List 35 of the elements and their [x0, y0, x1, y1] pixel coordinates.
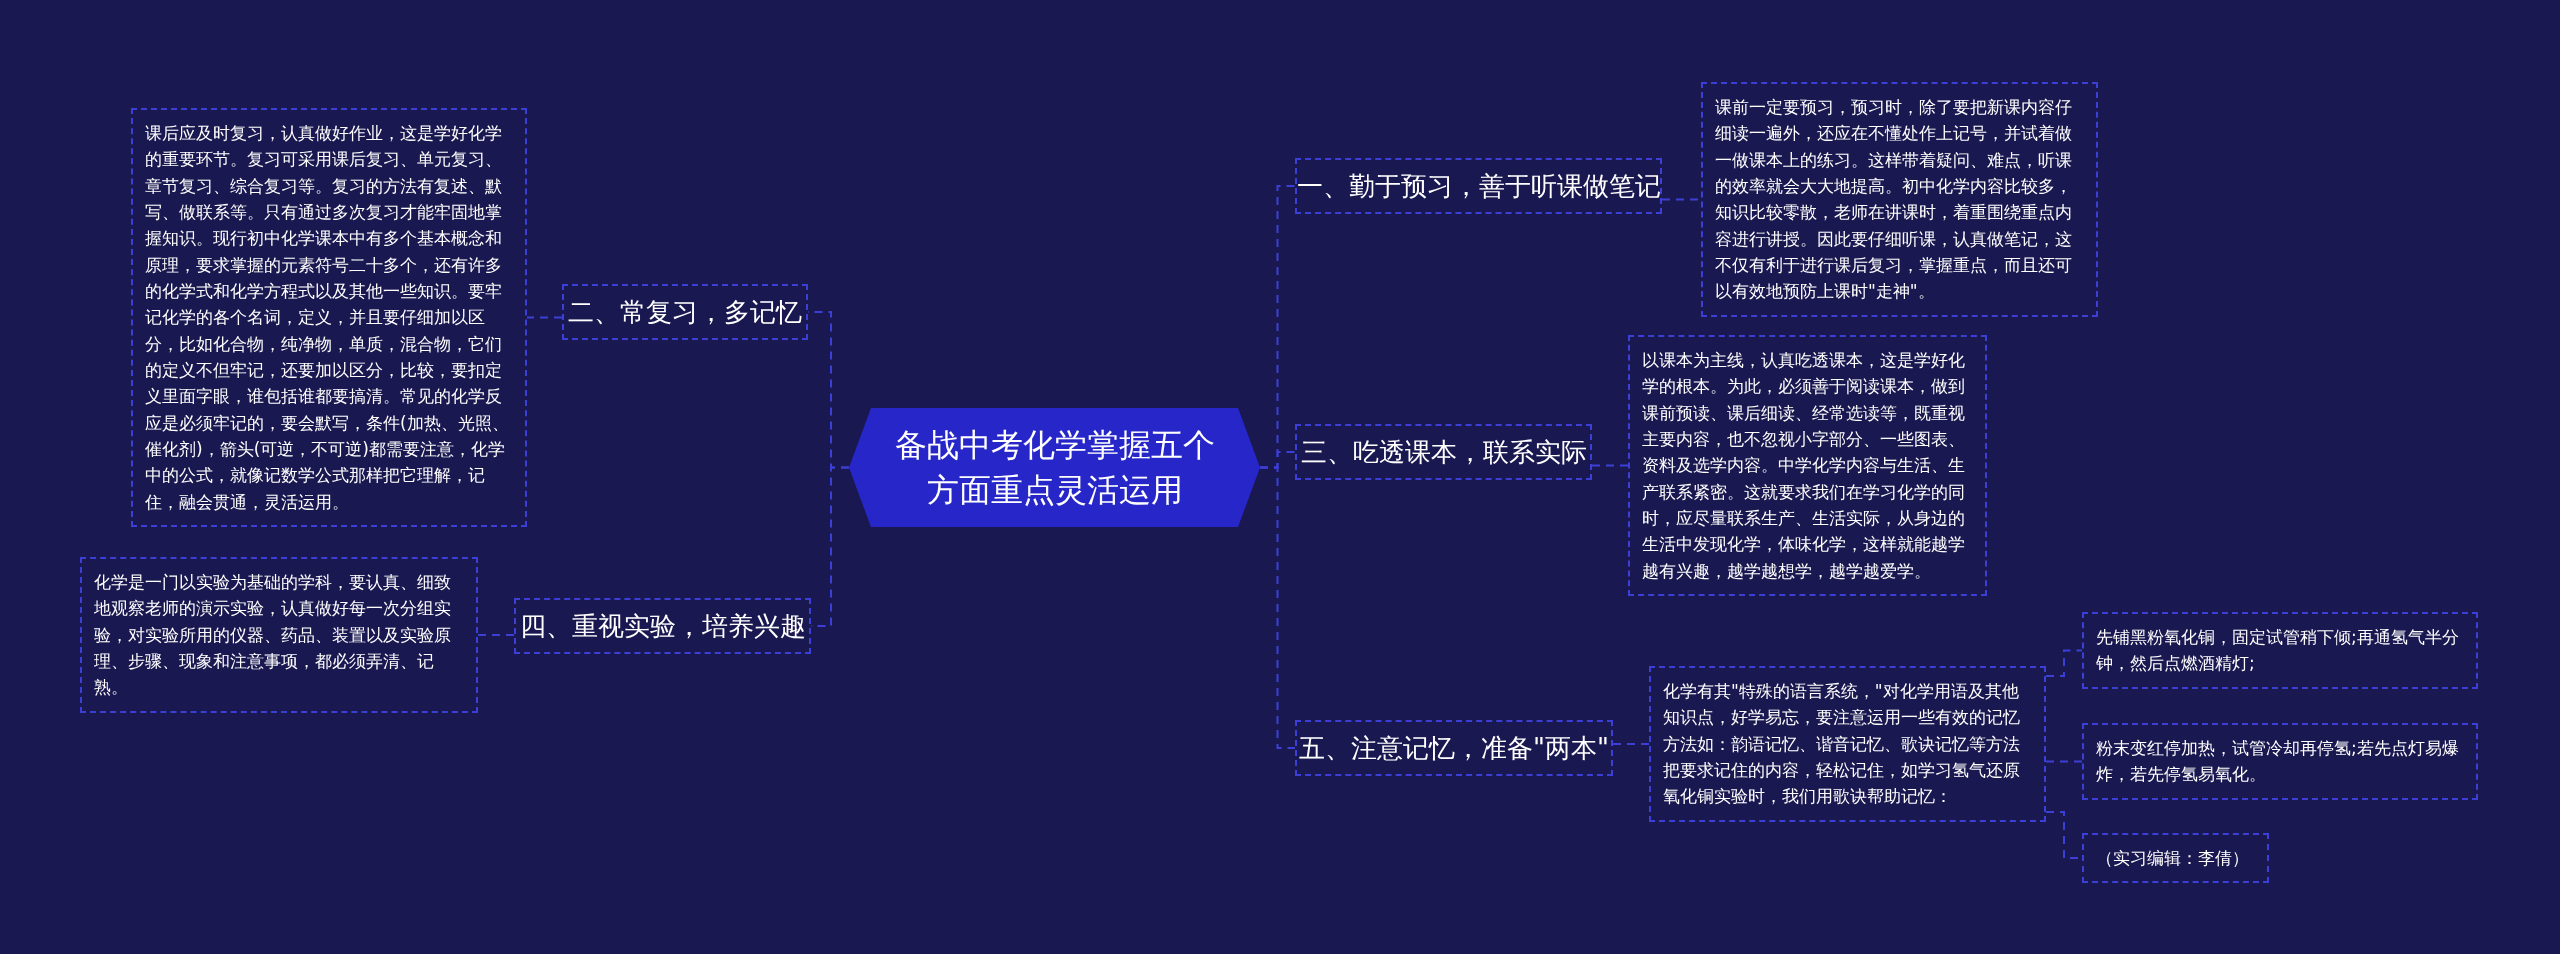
branch-box: [1295, 720, 1613, 776]
connector-line: [1591, 464, 1629, 467]
note-text: （实习编辑：李倩）: [2096, 847, 2250, 870]
note-text: 课后应及时复习，认真做好作业，这是学好化学的重要环节。复习可采用课后复习、单元复习、章节复习、综合复习等。复习的方法有复述、默写、做联系等。只有通过多次复习才能牢固地掌握知识。现行初中化学课本中有多个基本概念和原理，要求掌握的元素符号二十多个，还有许多的化学式和化学方程式以及其他一些知识。要牢记化学的各个名词，定义，并且要仔细加以区分，比如化合物，纯净物，单质，混合物，它们的定义不但牢记，还要加以区分，比较，要扣定义里面字眼，谁包括谁都要搞清。常见的化学反应是必须牢记的，要会默写，条件(加热、光照、催化剂)，箭头(可逆，不可逆)都需要注意，化学中的公式，就像记数学公式那样把它理解，记住，融会贯通，灵活运用。: [145, 122, 510, 514]
branch-text: 三、吃透课本，联系实际: [1300, 435, 1587, 469]
note-text: 化学是一门以实验为基础的学科，要认真、细致地观察老师的演示实验，认真做好每一次分组实验，对实验所用的仪器、药品、装置以及实验原理、步骤、现象和注意事项，都必须弄清、记熟。: [94, 571, 452, 700]
note-box: [80, 557, 478, 713]
connector-line: [810, 466, 850, 627]
topic-text: 备战中考化学掌握五个方面重点灵活运用: [893, 424, 1216, 511]
branch-text: 一、勤于预习，善于听课做笔记: [1296, 169, 1661, 203]
note-text: 先铺黑粉氧化铜，固定试管稍下倾;再通氢气半分钟，然后点燃酒精灯;: [2096, 626, 2460, 676]
branch-box: [514, 598, 811, 654]
note-box: [1628, 335, 1987, 597]
branch-box: [1295, 424, 1592, 480]
connector-line: [2045, 760, 2083, 763]
note-box: [1649, 666, 2046, 822]
note-box: [2082, 833, 2269, 884]
branch-text: 五、注意记忆，准备"两本": [1299, 731, 1609, 765]
connector-line: [526, 316, 563, 319]
connector-line: [1259, 466, 1296, 749]
topic-box: [849, 408, 1260, 527]
note-text: 粉末变红停加热，试管冷却再停氢;若先点灯易爆炸，若先停氢易氧化。: [2096, 737, 2460, 787]
branch-box: [1295, 158, 1662, 214]
note-box: [1701, 82, 2098, 317]
note-text: 化学有其"特殊的语言系统，"对化学用语及其他知识点，好学易忘，要注意运用一些有效的记忆方法如：韵语记忆、谐音记忆、歌诀记忆等方法把要求记住的内容，轻松记住，如学习氢气还原氧化铜实验时，我们用歌诀帮助记忆：: [1663, 680, 2021, 809]
branch-text: 四、重视实验，培养兴趣: [519, 609, 806, 643]
note-text: 课前一定要预习，预习时，除了要把新课内容仔细读一遍外，还应在不懂处作上记号，并试着做一做课本上的练习。这样带着疑问、难点，听课的效率就会大大地提高。初中化学内容比较多，知识比较零散，老师在讲课时，着重围绕重点内容进行讲授。因此要仔细听课，认真做笔记，这不仅有利于进行课后复习，掌握重点，而且还可以有效地预防上课时"走神"。: [1715, 96, 2073, 304]
note-box: [2082, 612, 2478, 689]
note-text: 以课本为主线，认真吃透课本，这是学好化学的根本。为此，必须善于阅读课本，做到课前预读、课后细读、经常选读等，既重视主要内容，也不忽视小字部分、一些图表、资料及选学内容。中学化学内容与生活、生产联系紧密。这就要求我们在学习化学的同时，应尽量联系生产、生活实际，从身边的生活中发现化学，体味化学，这样就能越学越有兴趣，越学越想学，越学越爱学。: [1642, 349, 1966, 583]
note-box: [2082, 723, 2478, 800]
connector-line: [1612, 743, 1650, 745]
branch-text: 二、常复习，多记忆: [568, 295, 802, 329]
connector-line: [477, 634, 515, 636]
branch-box: [562, 284, 808, 340]
connector-line: [2045, 649, 2083, 677]
